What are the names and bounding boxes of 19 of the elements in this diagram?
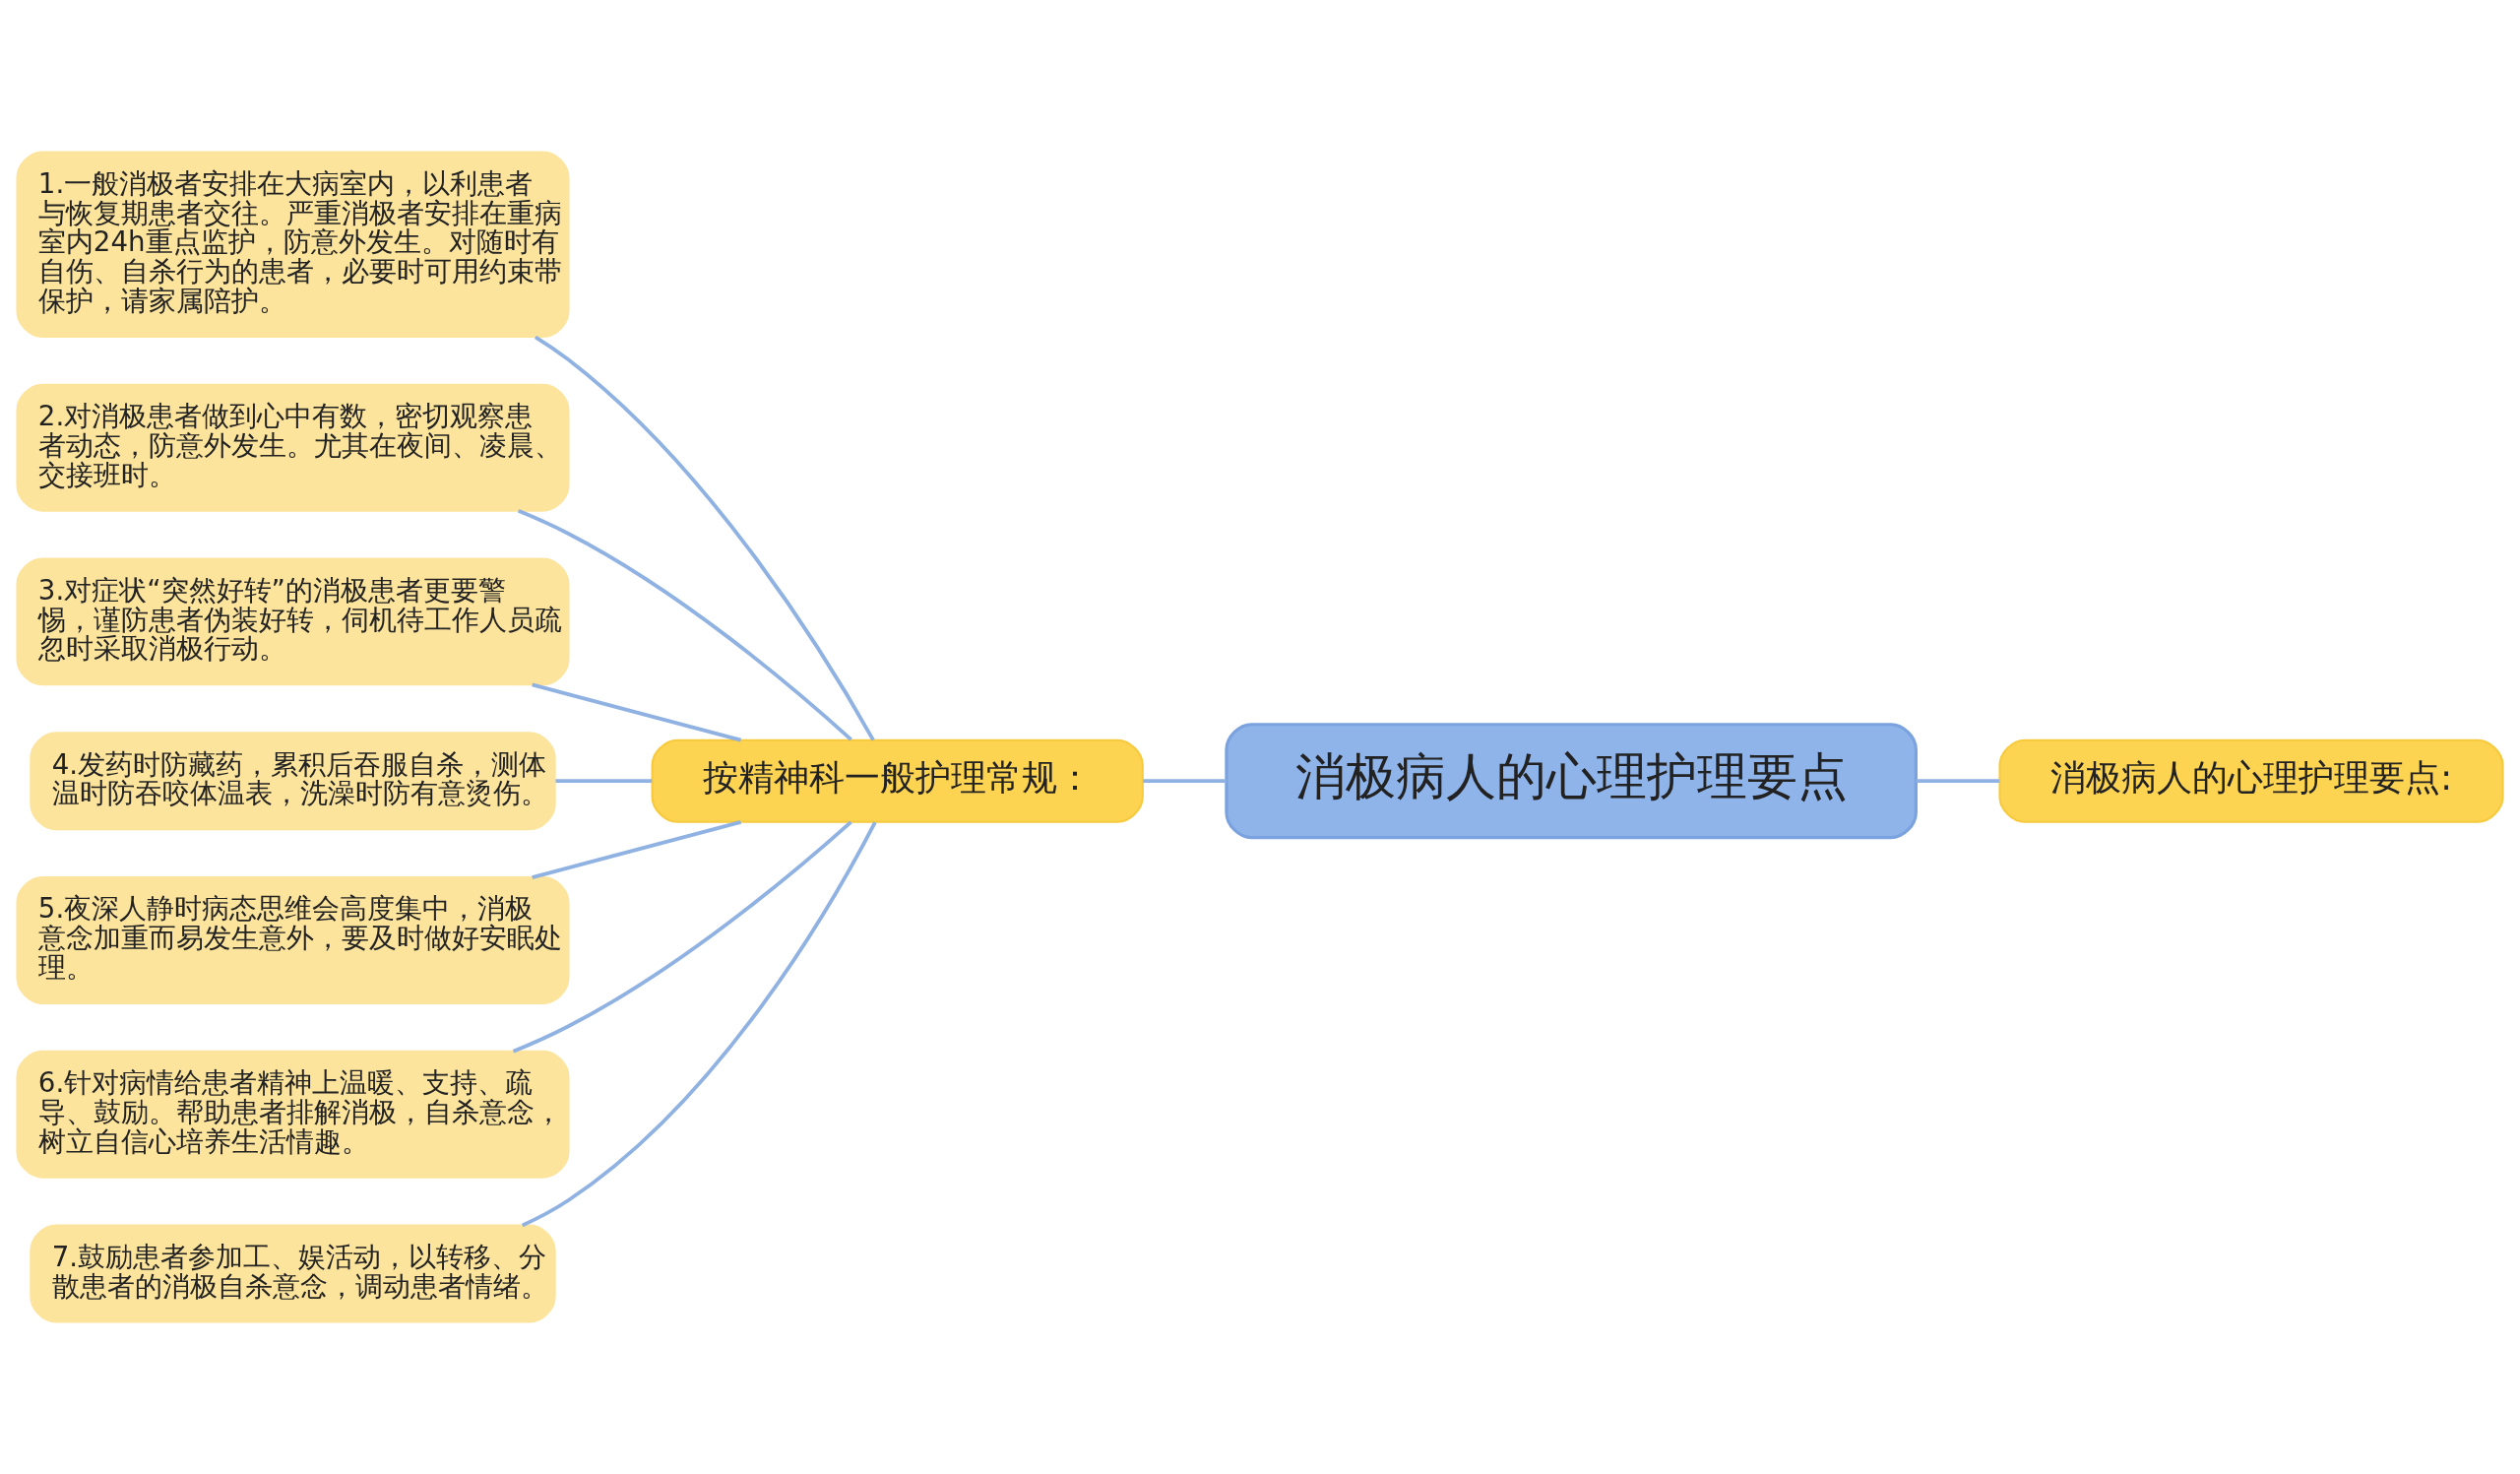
connector	[532, 682, 742, 742]
node-box: 消极病人的心理护理要点:	[1998, 738, 2504, 823]
node-box: 3.对症状“突然好转”的消极患者更要警惕，谨防患者伪装好转，伺机待工作人员疏忽时采取消极行动。	[16, 557, 570, 686]
connector	[521, 821, 877, 1228]
node-box: 消极病人的心理护理要点	[1225, 723, 1918, 840]
connector	[532, 820, 742, 879]
connector	[555, 779, 653, 784]
connector	[534, 335, 875, 741]
node-box: 7.鼓励患者参加工、娱活动，以转移、分散患者的消极自杀意念，调动患者情绪。	[30, 1224, 556, 1323]
connector	[517, 509, 852, 741]
node-box: 6.针对病情给患者精神上温暖、支持、疏导、鼓励。帮助患者排解消极，自杀意念，树立自信心培养生活情趣。	[16, 1050, 570, 1179]
node-box: 1.一般消极者安排在大病室内，以利患者与恢复期患者交往。严重消极者安排在重病室内24h重点监护，防意外发生。对随时有自伤、自杀行为的患者，必要时可用约束带保护，请家属陪护。	[16, 151, 570, 338]
connector	[1143, 779, 1227, 784]
node-box: 按精神科一般护理常规：	[651, 738, 1144, 823]
connector	[512, 820, 852, 1054]
node-box: 2.对消极患者做到心中有数，密切观察患者动态，防意外发生。尤其在夜间、凌晨、交接班时。	[16, 383, 570, 512]
node-box: 4.发药时防藏药，累积后吞服自杀，测体温时防吞咬体温表，洗澡时防有意烫伤。	[30, 732, 556, 831]
node-box: 5.夜深人静时病态思维会高度集中，消极意念加重而易发生意外，要及时做好安眠处理。	[16, 876, 570, 1004]
connector	[1916, 779, 2000, 784]
